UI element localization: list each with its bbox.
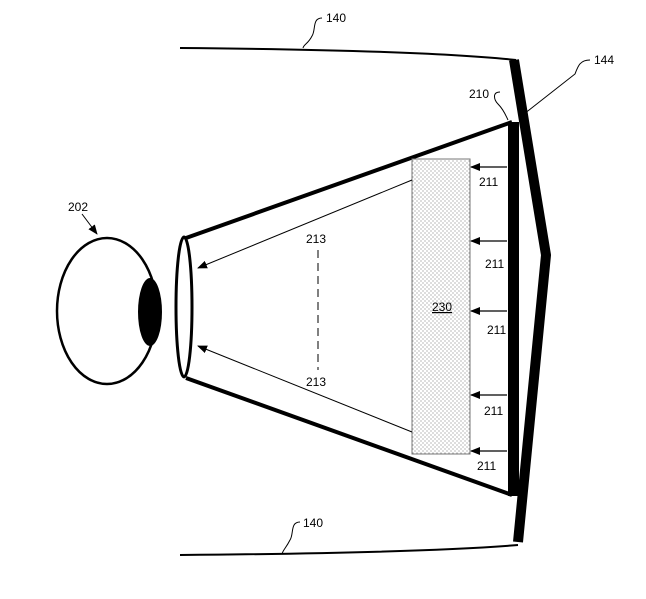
label-211: 211 xyxy=(479,175,498,189)
label-211: 211 xyxy=(484,404,503,418)
leader-140-bottom xyxy=(281,521,301,555)
pupil xyxy=(138,278,162,346)
label-211: 211 xyxy=(487,323,506,337)
lens xyxy=(174,235,194,379)
label-211: 211 xyxy=(485,257,504,271)
label-140-top: 140 xyxy=(326,11,346,25)
label-230: 230 xyxy=(432,300,452,314)
label-211: 211 xyxy=(477,459,496,473)
curved-panel xyxy=(509,59,551,543)
frustum-bottom-edge xyxy=(185,376,513,497)
label-140-bottom: 140 xyxy=(303,516,323,530)
display-panel xyxy=(508,122,519,496)
top-housing-line xyxy=(179,47,517,61)
label-144: 144 xyxy=(594,53,614,67)
leader-144 xyxy=(523,59,591,115)
label-213-upper: 213 xyxy=(306,232,326,246)
optical-element xyxy=(411,158,471,455)
leader-202 xyxy=(81,213,98,235)
label-202: 202 xyxy=(68,200,88,214)
leader-210 xyxy=(494,91,509,121)
frustum-top-edge xyxy=(185,120,513,240)
bottom-housing-line xyxy=(179,544,519,556)
light-ray-upper xyxy=(197,179,413,269)
light-ray-lower xyxy=(197,345,413,433)
label-210: 210 xyxy=(469,87,489,101)
label-213-lower: 213 xyxy=(306,375,326,389)
leader-140-top xyxy=(302,17,323,49)
